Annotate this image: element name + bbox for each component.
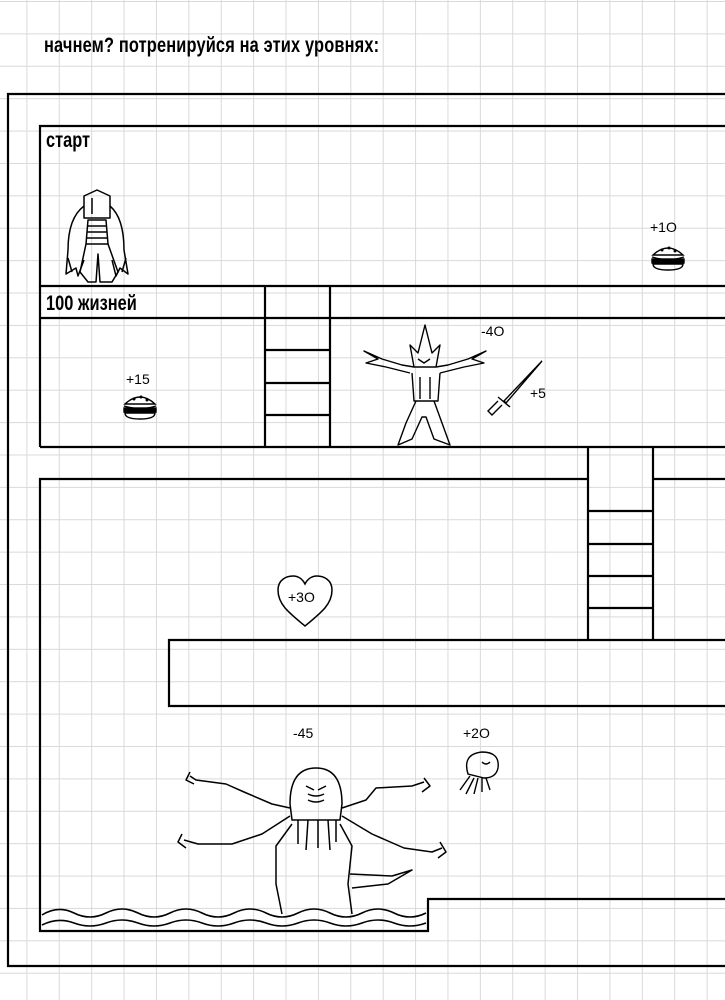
sword-value: +5 [530,385,546,401]
knight-player-icon [65,189,129,283]
heart-icon [277,575,333,627]
lives-label: 100 жизней [46,292,137,315]
heart-value: +3O [288,589,315,605]
outer-frame [6,92,725,968]
burger-left-value: +15 [126,371,150,387]
burger-icon [651,246,685,271]
water-waves [41,908,427,927]
octopus-monster-icon [177,767,447,915]
monster-value: -4O [481,323,505,339]
squid-icon [459,751,499,795]
start-room [38,124,725,288]
squid-value: +2O [463,725,490,741]
burger-icon [123,395,157,420]
start-label: старт [46,129,91,152]
spiky-monster-icon [363,324,487,446]
page-title: начнем? потренируйся на этих уровнях: [44,34,380,57]
platform [167,638,725,708]
burger-top-value: +1O [650,219,677,235]
octopus-value: -45 [293,725,314,741]
sword-icon [487,360,543,416]
lower-room [38,477,725,933]
